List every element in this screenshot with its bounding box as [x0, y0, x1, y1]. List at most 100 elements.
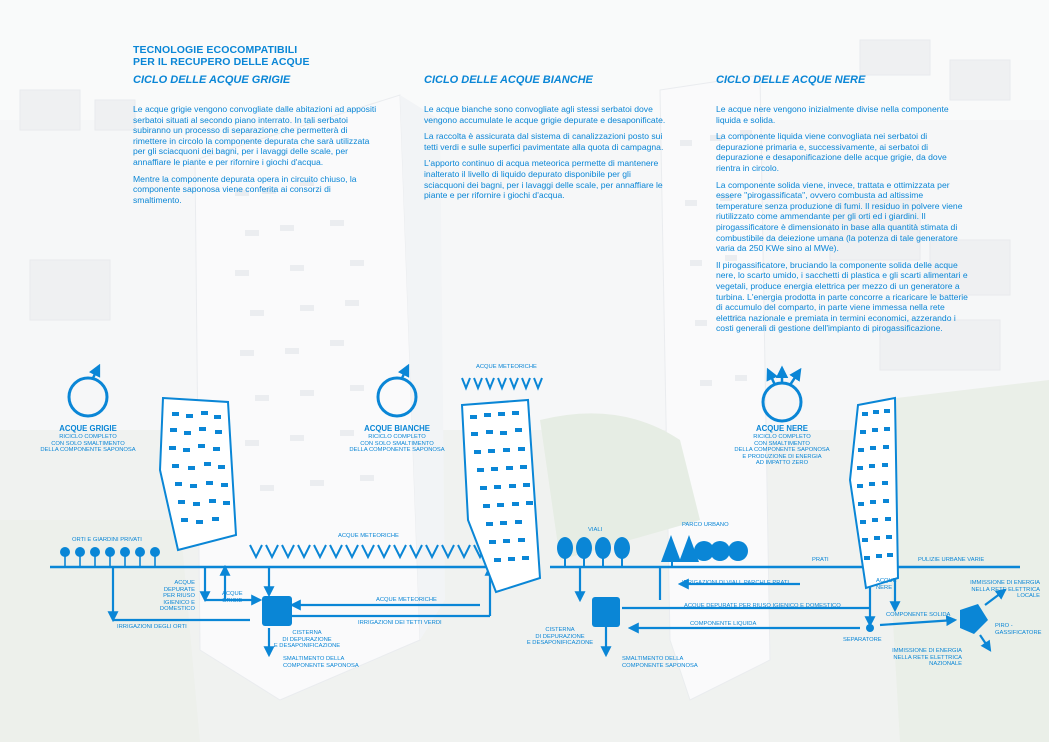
tower-icon-grigie [158, 396, 238, 552]
orti-trees [60, 547, 160, 557]
cycle-desc-bianche: RICICLO COMPLETO CON SOLO SMALTIMENTO DE… [337, 434, 457, 454]
label-line: LOCALE [1017, 593, 1040, 600]
recycle-icon-nere [761, 365, 803, 423]
label-componente-liquida: COMPONENTE LIQUIDA [690, 621, 757, 627]
desc-line: DELLA COMPONENTE SAPONOSA [734, 447, 830, 454]
title-line-1: TECNOLOGIE ECOCOMPATIBILI [133, 44, 298, 56]
label-line: GASSIFICATORE [995, 629, 1042, 636]
title-line-2: PER IL RECUPERO DELLE ACQUE [133, 56, 310, 68]
paragraph: Il pirogassificatore, bruciando la compo… [716, 259, 968, 334]
cycle-name-nere: ACQUE NERE [756, 424, 808, 433]
label-irr-orti: IRRIGAZIONI DEGLI ORTI [117, 624, 187, 630]
tower-icon-bianche [460, 398, 542, 594]
paragraph: Le acque nere vengono inizialmente divis… [716, 104, 949, 125]
label-line: COMPONENTE SAPONOSA [622, 662, 698, 669]
label-pirogassificatore: PIRO - GASSIFICATORE [995, 623, 1042, 636]
label-line: COMPONENTE SAPONOSA [283, 662, 359, 669]
pirogassificatore-icon [960, 604, 988, 634]
label-line: NELLA RETE ELETTRICA [893, 654, 962, 661]
label-meteoriche: ACQUE METEORICHE [338, 533, 399, 539]
label-meteoriche-top: ACQUE METEORICHE [476, 364, 537, 370]
viali-trees [557, 537, 630, 567]
rain-arrows-top [461, 377, 543, 391]
page-title: TECNOLOGIE ECOCOMPATIBILI PER IL RECUPER… [133, 44, 310, 68]
desc-line: AD IMPATTO ZERO [755, 460, 809, 467]
desc-line: CON SMALTIMENTO [754, 440, 810, 447]
cisterna-icon-2 [592, 597, 620, 627]
label-irr-tetti: IRRIGAZIONI DEI TETTI VERDI [358, 620, 442, 626]
label-line: DOMESTICO [159, 606, 195, 613]
paragraph: Le acque grigie vengono convogliate dall… [133, 104, 377, 167]
label-parco: PARCO URBANO [682, 522, 729, 528]
label-line: ACQUE [876, 578, 897, 584]
desc-line: RICICLO COMPLETO [753, 434, 811, 440]
cisterna-icon-1 [262, 596, 292, 626]
desc-line: CON SOLO SMALTIMENTO [51, 440, 125, 447]
label-line: DI DEPURAZIONE [282, 636, 332, 643]
label-line: GRIGIE [222, 597, 243, 604]
label-line: CISTERNA [545, 627, 575, 633]
section-body-nere: Le acque nere vengono inizialmente divis… [716, 104, 968, 340]
tower-icon-nere [848, 396, 900, 590]
recycle-icon-grigie [67, 363, 109, 418]
label-componente-solida: COMPONENTE SOLIDA [886, 612, 951, 618]
label-line: DI DEPURAZIONE [535, 633, 585, 640]
section-body-bianche: Le acque bianche sono convogliate agli s… [424, 104, 672, 207]
cycle-desc-grigie: RICICLO COMPLETO CON SOLO SMALTIMENTO DE… [28, 434, 148, 454]
label-line: IMMISSIONE DI ENERGIA [892, 648, 962, 654]
section-title-bianche: CICLO DELLE ACQUE BIANCHE [424, 74, 593, 86]
section-body-grigie: Le acque grigie vengono convogliate dall… [133, 104, 381, 211]
label-line: E DESAPONIFICAZIONE [526, 640, 594, 647]
label-depurate-left: ACQUE DEPURATE PER RIUSO IGIENICO E DOME… [140, 580, 195, 613]
cycle-name-bianche: ACQUE BIANCHE [364, 424, 430, 433]
label-grigie-in: ACQUE GRIGIE [222, 591, 243, 604]
section-title-nere: CICLO DELLE ACQUE NERE [716, 74, 866, 86]
label-irr-viali: IRRIGAZIONI DI VIALI, PARCHI E PRATI [682, 580, 790, 586]
label-depurate-mid: ACQUE DEPURATE PER RIUSO IGIENICO E DOME… [684, 603, 841, 609]
label-smaltimento-1: SMALTIMENTO DELLA COMPONENTE SAPONOSA [283, 656, 359, 669]
label-line: E DESAPONIFICAZIONE [273, 643, 341, 650]
label-nere-in: ACQUE NERE [876, 578, 897, 591]
label-line: IMMISSIONE DI ENERGIA [970, 580, 1040, 586]
parco-trees [661, 535, 748, 567]
paragraph: Mentre la componente depurata opera in c… [133, 173, 357, 205]
label-line: CISTERNA [292, 630, 322, 636]
desc-line: E PRODUZIONE DI ENERGIA [742, 453, 822, 460]
cycle-name-grigie: ACQUE GRIGIE [59, 424, 117, 433]
label-immissione-nazionale: IMMISSIONE DI ENERGIA NELLA RETE ELETTRI… [868, 648, 962, 668]
label-line: PER RIUSO [163, 593, 195, 600]
label-prati: PRATI [812, 557, 829, 563]
recycle-icon-bianche [376, 363, 418, 418]
label-cisterna-1: CISTERNA DI DEPURAZIONE E DESAPONIFICAZI… [262, 630, 352, 650]
label-line: IGIENICO E [163, 599, 195, 606]
paragraph: Le acque bianche sono convogliate agli s… [424, 104, 666, 125]
section-title-grigie: CICLO DELLE ACQUE GRIGIE [133, 74, 291, 86]
desc-line: RICICLO COMPLETO [59, 434, 117, 440]
rain-arrows [249, 544, 487, 560]
label-line: SMALTIMENTO DELLA [622, 656, 684, 662]
label-line: NAZIONALE [929, 661, 962, 668]
label-viali: VIALI [588, 527, 603, 533]
paragraph: La componente solida viene, invece, trat… [716, 179, 963, 254]
desc-line: RICICLO COMPLETO [368, 434, 426, 440]
paragraph: La raccolta è assicurata dal sistema di … [424, 131, 664, 152]
separatore-node [866, 624, 874, 632]
label-pulizie: PULIZIE URBANE VARIE [918, 557, 985, 563]
label-meteoriche-line: ACQUE METEORICHE [376, 597, 437, 603]
paragraph: L'apporto continuo di acqua meteorica pe… [424, 158, 663, 201]
label-line: ACQUE [174, 580, 195, 586]
label-line: PIRO - [995, 623, 1013, 629]
desc-line: DELLA COMPONENTE SAPONOSA [349, 447, 445, 454]
label-line: SMALTIMENTO DELLA [283, 656, 345, 662]
label-line: DEPURATE [163, 586, 195, 593]
label-line: ACQUE [222, 591, 243, 597]
label-smaltimento-2: SMALTIMENTO DELLA COMPONENTE SAPONOSA [622, 656, 698, 669]
label-line: NERE [876, 584, 893, 591]
label-line: NELLA RETE ELETTRICA [971, 586, 1040, 593]
cycle-desc-nere: RICICLO COMPLETO CON SMALTIMENTO DELLA C… [722, 434, 842, 467]
desc-line: CON SOLO SMALTIMENTO [360, 440, 434, 447]
label-immissione-locale: IMMISSIONE DI ENERGIA NELLA RETE ELETTRI… [948, 580, 1040, 600]
label-orti: ORTI E GIARDINI PRIVATI [72, 537, 142, 543]
desc-line: DELLA COMPONENTE SAPONOSA [40, 447, 136, 454]
